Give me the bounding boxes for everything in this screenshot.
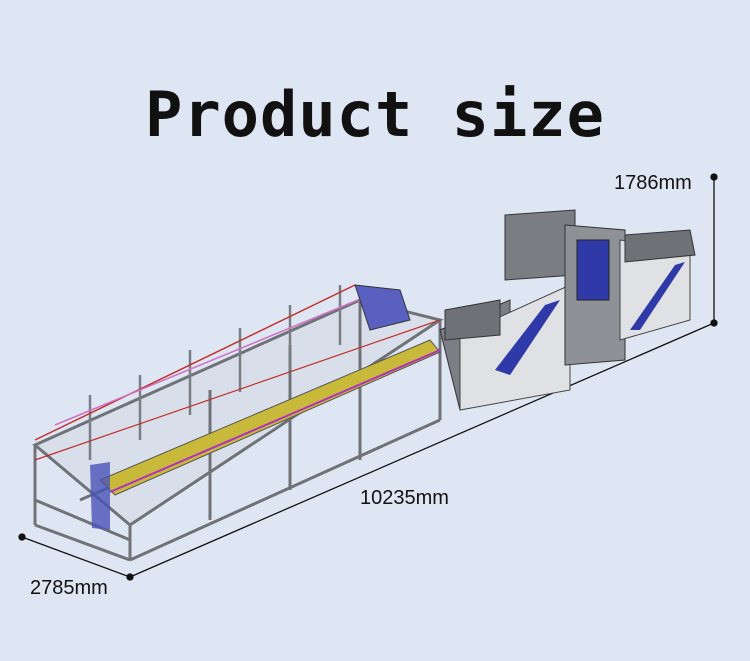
rack-posts [88, 285, 342, 460]
cutting-machine [439, 209, 696, 411]
pink-guide-line [54, 294, 371, 426]
red-guide-line [34, 284, 356, 441]
width-dimension-label: 2785mm [30, 577, 108, 599]
blue-hopper [354, 284, 411, 331]
blue-panel [90, 462, 110, 530]
magenta-rail [109, 349, 441, 493]
length-dimension-label: 10235mm [360, 487, 449, 509]
page-title: Product size [145, 78, 605, 151]
dimension-lines [18, 173, 718, 581]
height-dimension-label: 1786mm [614, 172, 692, 194]
red-guide-line [34, 319, 441, 461]
